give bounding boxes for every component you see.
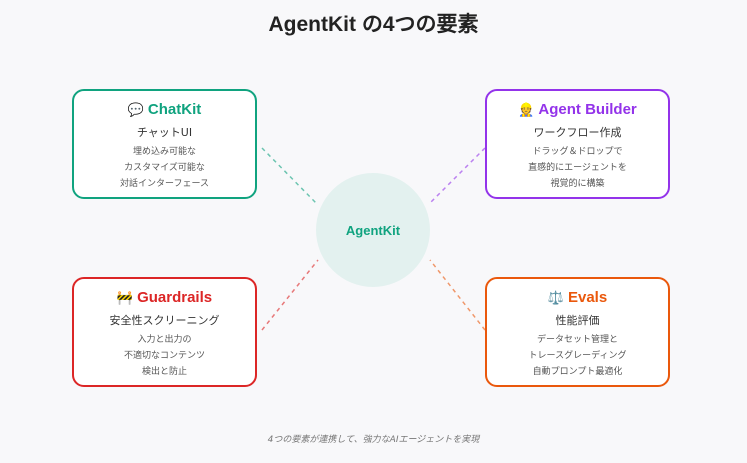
center-node: AgentKit (316, 173, 430, 287)
scales-icon: ⚖️ (547, 290, 564, 305)
construction-worker-icon: 👷 (518, 102, 535, 117)
page-title: AgentKit の4つの要素 (268, 13, 479, 36)
card-desc-line: 検出と防止 (141, 367, 187, 377)
card-evals: ⚖️Evals 性能評価 データセット管理とトレースグレーディング自動プロンプト… (485, 277, 670, 387)
card-desc-line: 自動プロンプト最適化 (532, 367, 623, 377)
card-desc-line: 視覚的に構築 (550, 179, 605, 189)
connector-chatkit (261, 147, 319, 206)
card-desc-line: 入力と出力の (137, 335, 192, 345)
card-title: Agent Builder (538, 101, 637, 118)
card-header: 🚧Guardrails (74, 289, 255, 306)
card-subtitle: 安全性スクリーニング (109, 314, 220, 327)
card-header: 💬ChatKit (74, 101, 255, 118)
card-header: ⚖️Evals (487, 289, 668, 306)
card-description: ドラッグ＆ドロップで直感的にエージェントを視覚的に構築 (487, 144, 668, 192)
card-desc-line: データセット管理と (536, 335, 618, 345)
card-guardrails: 🚧Guardrails 安全性スクリーニング 入力と出力の不適切なコンテンツ検出… (72, 277, 257, 387)
card-desc-line: 直感的にエージェントを (528, 163, 627, 173)
card-title: Guardrails (137, 289, 213, 306)
card-description: 入力と出力の不適切なコンテンツ検出と防止 (74, 332, 255, 380)
card-subtitle: チャットUI (136, 126, 193, 139)
card-desc-line: 埋め込み可能な (132, 147, 196, 157)
card-desc-line: 不適切なコンテンツ (123, 351, 205, 361)
card-chatkit: 💬ChatKit チャットUI 埋め込み可能なカスタマイズ可能な対話インターフェ… (72, 89, 257, 199)
card-desc-line: 対話インターフェース (119, 179, 209, 189)
card-description: データセット管理とトレースグレーディング自動プロンプト最適化 (487, 332, 668, 380)
speech-bubble-icon: 💬 (127, 102, 144, 117)
footer-caption: 4つの要素が連携して、強力なAIエージェントを実現 (267, 435, 480, 445)
card-agent-builder: 👷Agent Builder ワークフロー作成 ドラッグ＆ドロップで直感的にエー… (485, 89, 670, 199)
card-description: 埋め込み可能なカスタマイズ可能な対話インターフェース (74, 144, 255, 192)
card-desc-line: ドラッグ＆ドロップで (532, 147, 623, 157)
card-subtitle: 性能評価 (555, 314, 600, 327)
card-title: Evals (567, 289, 608, 306)
card-subtitle: ワークフロー作成 (533, 126, 622, 139)
card-header: 👷Agent Builder (487, 101, 668, 118)
barrier-icon: 🚧 (116, 290, 134, 305)
connector-guardrails (261, 259, 319, 331)
card-desc-line: トレースグレーディング (528, 351, 627, 361)
connector-evals (429, 259, 486, 331)
card-desc-line: カスタマイズ可能な (124, 163, 205, 173)
connector-agent-builder (429, 147, 486, 204)
card-title: ChatKit (147, 101, 202, 118)
